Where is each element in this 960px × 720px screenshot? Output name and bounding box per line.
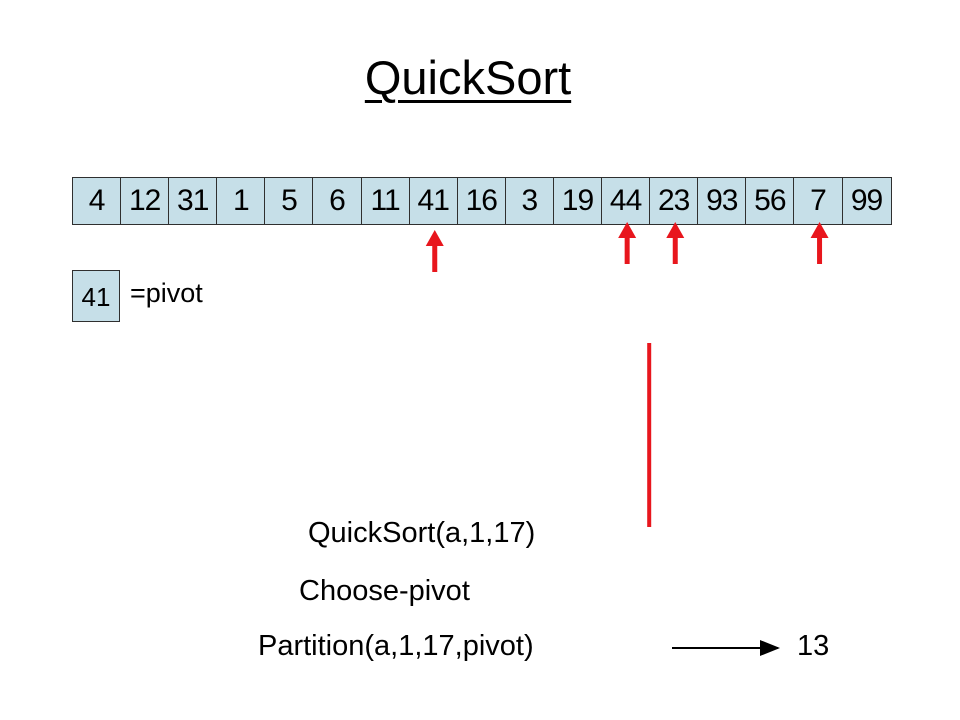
array-cell: 41: [410, 178, 458, 224]
array-cell: 1: [217, 178, 266, 224]
array-cell: 31: [169, 178, 218, 224]
array-cell: 44: [602, 178, 651, 224]
pointer-arrow-head: [666, 222, 685, 238]
array-cell: 99: [850, 184, 883, 217]
array-cell: 23: [650, 178, 699, 224]
array-cell: 5: [265, 178, 314, 224]
quicksort-call: QuickSort(a,1,17): [308, 517, 536, 549]
partition-result: 13: [797, 630, 830, 662]
pivot-box: 41: [72, 270, 120, 322]
array-cell: 12: [121, 178, 170, 224]
array-cell: 6: [313, 178, 362, 224]
partition-call: Partition(a,1,17,pivot): [258, 630, 534, 662]
array-cell: 19: [554, 178, 603, 224]
pointer-arrow: [810, 222, 829, 264]
pointer-arrow-head: [425, 230, 444, 246]
pointer-arrow: [618, 222, 637, 264]
pointer-arrow: [425, 230, 444, 272]
array-cell: 3: [506, 178, 554, 224]
array-cell: 7: [794, 178, 843, 224]
array-cell: 93: [698, 178, 747, 224]
pivot-label: =pivot: [130, 278, 203, 308]
array-cell: 11: [362, 178, 410, 224]
choose-pivot-step: Choose-pivot: [299, 575, 470, 607]
array-cell: 56: [746, 178, 795, 224]
array-cell: 16: [458, 178, 506, 224]
array-cell: 4: [73, 178, 122, 224]
pointer-arrow-head: [618, 222, 637, 238]
pointer-arrow: [666, 222, 685, 264]
page-title: QuickSort: [364, 51, 572, 104]
pointer-arrow-head: [810, 222, 829, 238]
